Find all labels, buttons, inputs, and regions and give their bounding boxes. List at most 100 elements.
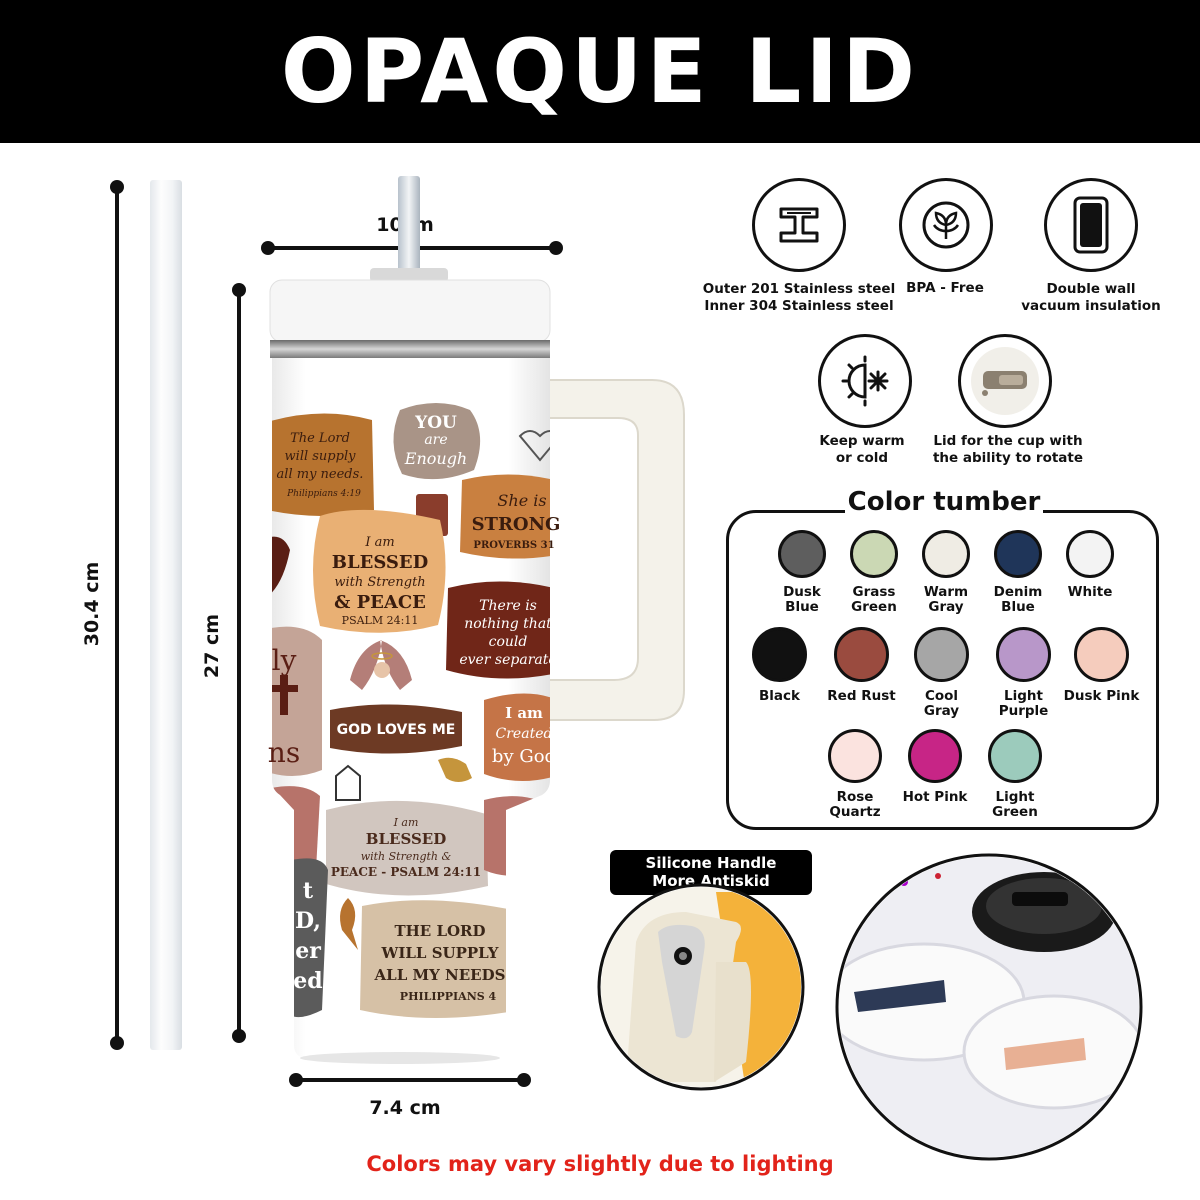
feature-wall-line2: vacuum insulation bbox=[1021, 298, 1161, 314]
color-title-background bbox=[845, 487, 1043, 523]
color-swatch-cool-gray[interactable] bbox=[914, 627, 969, 682]
color-swatch-label: Black bbox=[730, 689, 830, 704]
sticker-4-line2: BLESSED bbox=[332, 552, 429, 573]
color-swatch-label-line1: Red Rust bbox=[827, 688, 896, 704]
rotating-lid-icon bbox=[958, 334, 1052, 428]
sticker-9-line4: PHILIPPIANS 4 bbox=[400, 990, 497, 1003]
feature-bpa-label: BPA - Free bbox=[880, 280, 1010, 297]
color-swatch-hot-pink[interactable] bbox=[908, 729, 962, 783]
feature-temp-line2: or cold bbox=[835, 450, 889, 466]
color-swatch-rose-quartz[interactable] bbox=[828, 729, 882, 783]
sticker-7-line2: Created bbox=[496, 726, 553, 742]
feature-steel-line2: Inner 304 Stainless steel bbox=[704, 298, 894, 314]
color-swatch-label-line1: Light bbox=[995, 789, 1035, 805]
color-swatch-red-rust[interactable] bbox=[834, 627, 889, 682]
lid-closeup-image bbox=[835, 853, 1143, 1161]
sun-snowflake-icon bbox=[818, 334, 912, 428]
color-swatch-light-green[interactable] bbox=[988, 729, 1042, 783]
color-panel-title: Color tumber bbox=[847, 487, 1041, 517]
color-swatch-white[interactable] bbox=[1066, 530, 1114, 578]
color-swatch-label-line1: Rose bbox=[836, 789, 874, 805]
header-banner: OPAQUE LID bbox=[0, 0, 1200, 143]
total-height-label: 30.4 cm bbox=[81, 561, 103, 647]
color-swatch-warm-gray[interactable] bbox=[922, 530, 970, 578]
bpa-free-leaf-icon bbox=[899, 178, 993, 272]
color-swatch-denim-blue[interactable] bbox=[994, 530, 1042, 578]
sticker-2-line2: are bbox=[424, 432, 447, 448]
double-wall-cup-icon bbox=[1044, 178, 1138, 272]
bottom-width-dimension bbox=[289, 1073, 531, 1087]
color-swatch-label-line1: Cool bbox=[924, 688, 959, 704]
sticker-11-line1: t bbox=[303, 878, 314, 904]
color-swatch-label-line2: Purple bbox=[998, 703, 1049, 719]
color-swatch-label-line2: Blue bbox=[785, 599, 819, 615]
sticker-9-line2: WILL SUPPLY bbox=[381, 944, 499, 962]
sticker-4-line3: with Strength bbox=[334, 575, 425, 590]
handle-closeup-image bbox=[597, 883, 805, 1091]
sticker-8-line3: with Strength & bbox=[361, 850, 452, 863]
sticker-3-line3: PROVERBS 31 bbox=[473, 540, 554, 551]
sticker-2-line1: YOU bbox=[414, 413, 457, 433]
color-swatch-label-line1: Light bbox=[1004, 688, 1043, 704]
sticker-5-line2: nothing that bbox=[464, 616, 552, 632]
body-height-dimension bbox=[232, 283, 246, 1043]
color-swatch-label: White bbox=[1040, 585, 1140, 600]
sticker-4-line4: & PEACE bbox=[334, 592, 426, 613]
color-swatch-label-line2: Quartz bbox=[829, 804, 881, 820]
color-swatch-label-line1: Grass bbox=[852, 584, 896, 600]
color-swatch-label-line2: Green bbox=[992, 804, 1038, 820]
feature-lid-line1: Lid for the cup with bbox=[933, 433, 1083, 449]
sticker-8-line2: BLESSED bbox=[366, 830, 446, 848]
feature-steel-label: Outer 201 Stainless steel Inner 304 Stai… bbox=[700, 281, 898, 315]
feature-temp-line1: Keep warm bbox=[819, 433, 905, 449]
sticker-8-line1: I am bbox=[393, 816, 419, 829]
color-swatch-label-line1: Black bbox=[758, 688, 800, 704]
straw-image bbox=[150, 180, 182, 1050]
color-swatch-grass-green[interactable] bbox=[850, 530, 898, 578]
sticker-7-line1: I am bbox=[505, 704, 543, 722]
sticker-1-line2: will supply bbox=[285, 449, 357, 464]
sticker-1-line3: all my needs. bbox=[277, 467, 364, 482]
color-swatch-label-line2: Gray bbox=[923, 703, 960, 719]
color-swatch-light-purple[interactable] bbox=[996, 627, 1051, 682]
banner-title: OPAQUE LID bbox=[280, 20, 920, 123]
sticker-3-line1: She is bbox=[497, 491, 546, 510]
handle-callout: Silicone Handle More Antiskid bbox=[610, 850, 812, 895]
color-swatch-label: Hot Pink bbox=[885, 790, 985, 805]
feature-temp-label: Keep warm or cold bbox=[800, 433, 924, 467]
stainless-steel-beam-icon bbox=[752, 178, 846, 272]
sticker-7-line3: by God bbox=[492, 746, 556, 767]
color-swatch-label-line1: Warm bbox=[923, 584, 969, 600]
feature-bpa-line1: BPA - Free bbox=[906, 280, 984, 296]
color-disclaimer: Colors may vary slightly due to lighting bbox=[366, 1152, 834, 1176]
sticker-4-line1: I am bbox=[364, 535, 394, 550]
body-height-label: 27 cm bbox=[201, 613, 223, 679]
color-swatch-label-line1: White bbox=[1067, 584, 1113, 600]
sticker-11-line4: ed bbox=[293, 968, 322, 994]
sticker-6-text: GOD LOVES ME bbox=[337, 722, 456, 738]
tumbler-image: The Lord will supply all my needs. Phili… bbox=[268, 176, 685, 1064]
sticker-3-line2: STRONG bbox=[472, 514, 561, 535]
sticker-10-line2: ns bbox=[268, 736, 300, 769]
color-swatch-dusk-pink[interactable] bbox=[1074, 627, 1129, 682]
color-swatch-label: Red Rust bbox=[812, 689, 912, 704]
sticker-9-line3: ALL MY NEEDS bbox=[374, 966, 506, 984]
feature-wall-line1: Double wall bbox=[1046, 281, 1136, 297]
sticker-11-line3: er bbox=[295, 938, 321, 964]
color-swatch-label: Dusk Pink bbox=[1052, 689, 1152, 704]
color-swatch-dusk-blue[interactable] bbox=[778, 530, 826, 578]
feature-lid-label: Lid for the cup with the ability to rota… bbox=[928, 433, 1088, 467]
sticker-9-line1: THE LORD bbox=[394, 922, 485, 940]
color-swatch-black[interactable] bbox=[752, 627, 807, 682]
callout-line1: Silicone Handle bbox=[645, 854, 777, 872]
sticker-4-line5: PSALM 24:11 bbox=[342, 614, 419, 627]
bottom-width-label: 7.4 cm bbox=[369, 1097, 441, 1119]
feature-wall-label: Double wall vacuum insulation bbox=[1020, 281, 1162, 315]
sticker-8-line4: PEACE - PSALM 24:11 bbox=[331, 865, 481, 879]
